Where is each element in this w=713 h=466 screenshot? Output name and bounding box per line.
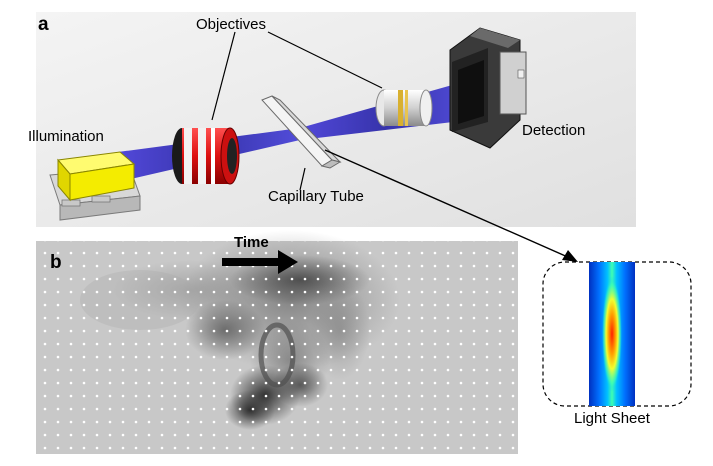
panel-b-image xyxy=(36,230,518,454)
objectives-leader-left xyxy=(211,31,236,121)
illumination-objective xyxy=(172,127,240,185)
illumination-source xyxy=(49,151,141,221)
detection-label: Detection xyxy=(522,122,586,139)
light-sheet-label: Light Sheet xyxy=(574,410,650,427)
panel-b-letter: b xyxy=(50,252,62,273)
light-sheet-focus xyxy=(602,276,622,392)
capillary-tube xyxy=(261,95,342,169)
objectives-leader-right xyxy=(267,31,383,89)
objectives-label: Objectives xyxy=(196,16,267,33)
light-sheet-inset xyxy=(542,261,692,407)
illumination-label: Illumination xyxy=(28,128,104,145)
detection-camera xyxy=(449,27,527,149)
zoom-arrow-line xyxy=(324,149,571,259)
panel-a-letter: a xyxy=(38,14,49,35)
capillary-tube-label: Capillary Tube xyxy=(268,188,364,205)
zoom-arrow-head xyxy=(562,250,578,262)
time-label: Time xyxy=(234,234,269,251)
detection-objective xyxy=(375,89,433,127)
capillary-leader xyxy=(299,167,306,191)
time-arrow xyxy=(222,250,298,274)
